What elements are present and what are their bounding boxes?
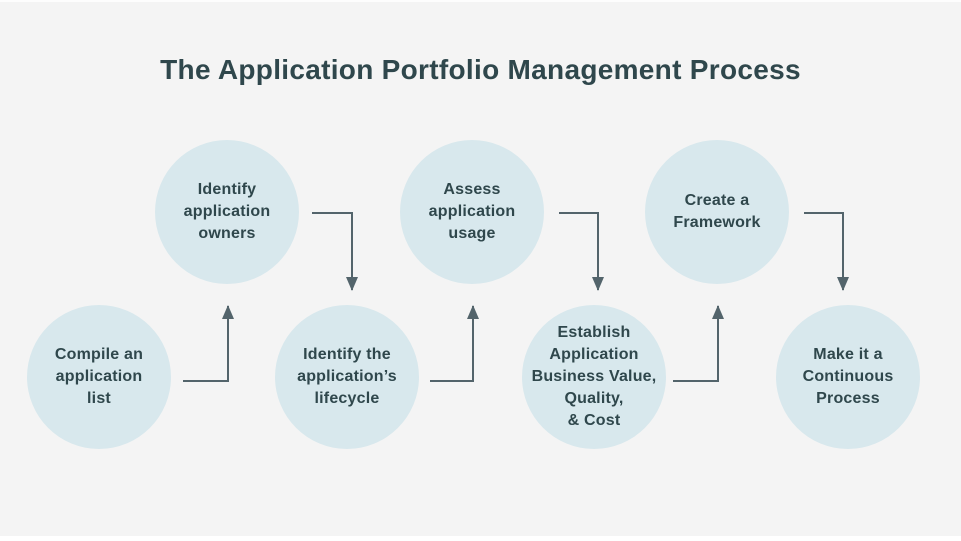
step-circle-7: Make it a Continuous Process — [776, 305, 920, 449]
step-label-7: Make it a Continuous Process — [802, 346, 894, 407]
step-label-6: Create a Framework — [673, 192, 761, 231]
step-label-3: Identify the application’s lifecycle — [297, 346, 397, 407]
bottom-edge-strip — [0, 536, 961, 541]
arrow-step3-to-step4-icon — [430, 305, 479, 382]
arrow-step2-to-step3-icon — [312, 212, 358, 291]
step-circle-6: Create a Framework — [645, 140, 789, 284]
step-label-4: Assess application usage — [428, 181, 516, 242]
arrow-step4-to-step5-icon — [559, 212, 604, 291]
arrow-step6-to-step7-icon — [804, 212, 849, 291]
step-circle-3: Identify the application’s lifecycle — [275, 305, 419, 449]
arrow-step5-to-step6-icon — [673, 305, 724, 382]
step-circle-1: Compile an application list — [27, 305, 171, 449]
step-label-2: Identify application owners — [183, 181, 271, 242]
step-label-1: Compile an application list — [54, 346, 144, 407]
arrow-step1-to-step2-icon — [183, 305, 234, 382]
top-edge-strip — [0, 0, 961, 2]
step-circle-5: Establish Application Business Value, Qu… — [522, 305, 666, 449]
step-circle-2: Identify application owners — [155, 140, 299, 284]
step-circle-4: Assess application usage — [400, 140, 544, 284]
step-label-5: Establish Application Business Value, Qu… — [531, 324, 657, 429]
page-title: The Application Portfolio Management Pro… — [160, 54, 801, 85]
